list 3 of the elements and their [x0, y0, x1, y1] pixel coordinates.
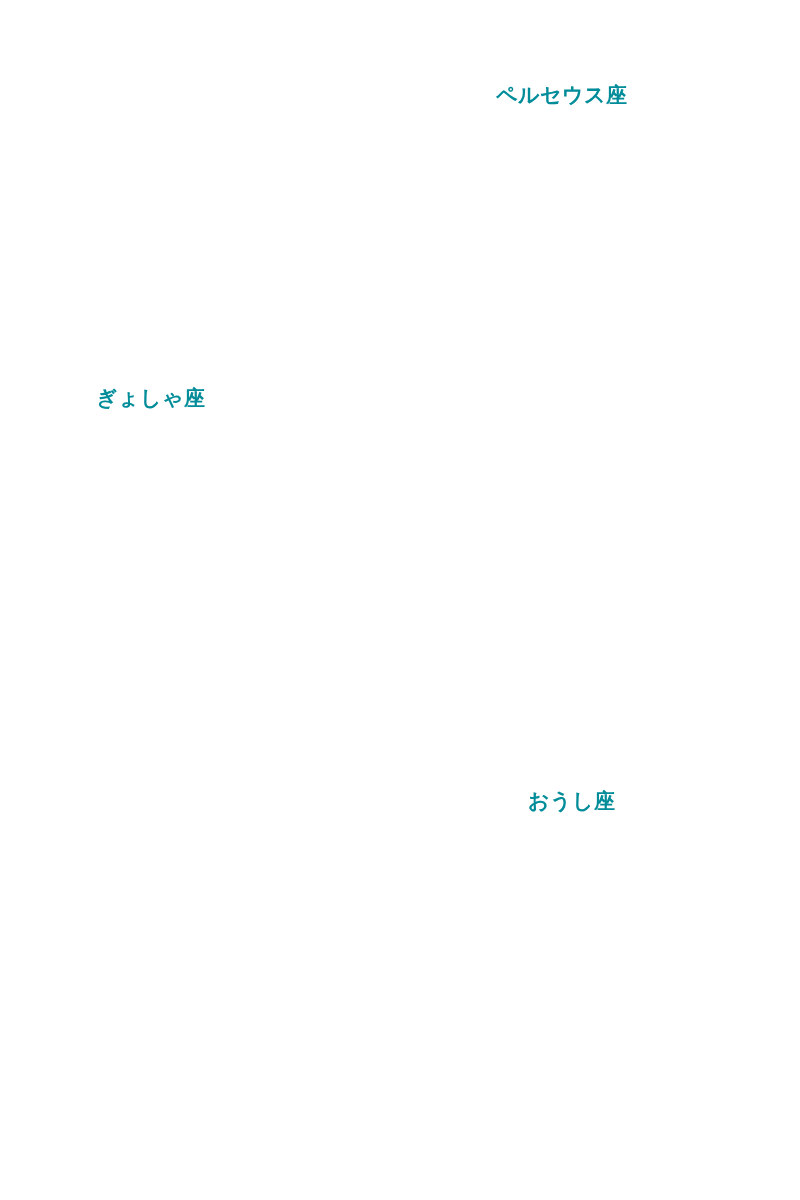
constellation-name: ぎょしゃ座 [96, 387, 205, 411]
constellation-name: ペルセウス座 [496, 84, 627, 108]
constellation-name: おうし座 [528, 790, 615, 814]
